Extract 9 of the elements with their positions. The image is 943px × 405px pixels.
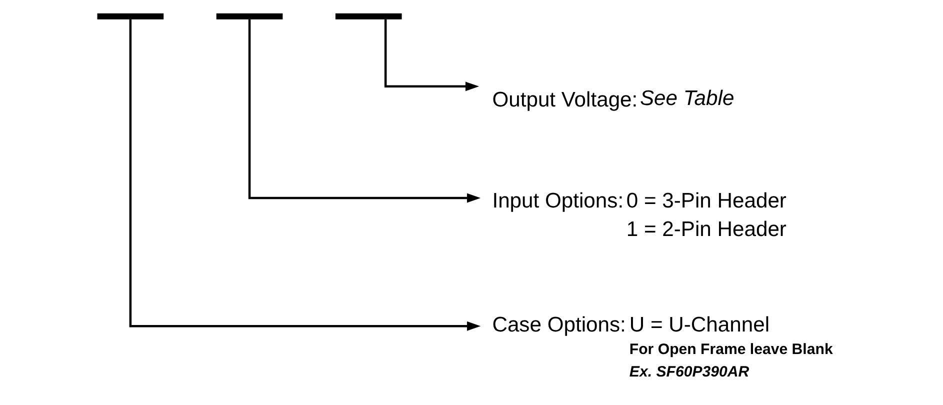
node-text: Case Options: U = U-Channel For Open Frame leave Blank Ex. SF60P390AR (492, 314, 833, 381)
node-bar (97, 13, 164, 20)
node-bar (216, 13, 283, 20)
arrow (384, 19, 480, 92)
arrow (129, 19, 481, 331)
arrow (248, 19, 481, 203)
node-bar (335, 13, 402, 20)
node-text: Input Options:0 = 3-Pin Header 1 = 2-Pin Header (492, 189, 786, 241)
node-text: Output Voltage:See Table (492, 86, 734, 112)
